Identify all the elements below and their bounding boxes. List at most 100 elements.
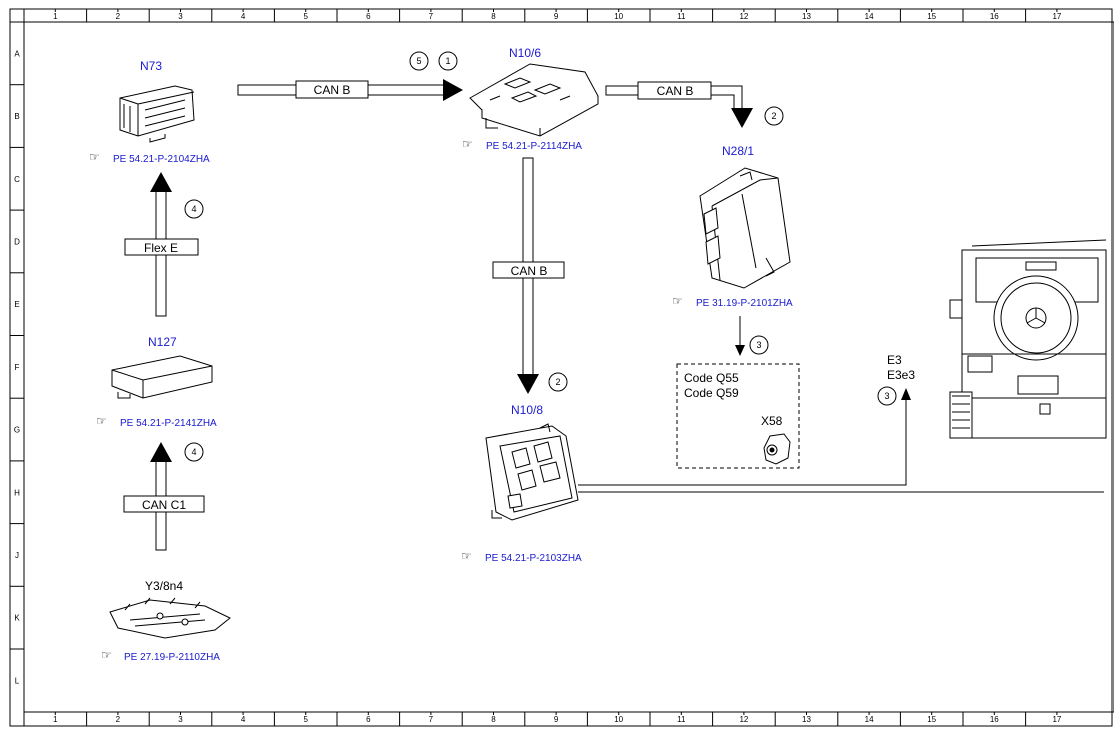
code-q59: Code Q59 bbox=[684, 386, 739, 400]
ruler-col-bottom-12: 12 bbox=[739, 715, 748, 724]
svg-text:3: 3 bbox=[884, 391, 889, 401]
svg-text:2: 2 bbox=[771, 111, 776, 121]
flex-e-label-box bbox=[124, 238, 199, 256]
e3-label: E3 bbox=[887, 353, 902, 367]
ruler-row-D: D bbox=[14, 237, 20, 246]
ruler-col-bottom-16: 16 bbox=[990, 715, 999, 724]
can-c1-label-box bbox=[123, 495, 205, 513]
marker-4-upper: 4 bbox=[184, 199, 204, 219]
ruler-row-L: L bbox=[15, 676, 20, 685]
can-c1-label: CAN C1 bbox=[142, 498, 186, 512]
ruler-col-top-8: 8 bbox=[491, 12, 496, 21]
can-b-vertical-label-box bbox=[492, 261, 565, 279]
ruler-col-top-6: 6 bbox=[366, 12, 371, 21]
n127-hand-icon: ☞ bbox=[96, 414, 107, 428]
ruler-row-G: G bbox=[14, 426, 20, 435]
can-b-top-label-box bbox=[295, 80, 369, 99]
marker-4-lower: 4 bbox=[184, 442, 204, 462]
n28-1-hand-icon: ☞ bbox=[672, 294, 683, 308]
ruler-col-top-4: 4 bbox=[241, 12, 246, 21]
svg-text:4: 4 bbox=[191, 447, 196, 457]
y3-8n4-label: Y3/8n4 bbox=[145, 579, 183, 593]
svg-text:4: 4 bbox=[191, 204, 196, 214]
ruler-col-bottom-8: 8 bbox=[491, 715, 496, 724]
n28-to-code-arrowhead bbox=[735, 345, 745, 356]
ruler-col-bottom-15: 15 bbox=[927, 715, 936, 724]
ruler-row-K: K bbox=[14, 614, 20, 623]
x58-connector-icon bbox=[763, 433, 791, 465]
e3e3-label: E3e3 bbox=[887, 368, 915, 382]
can-b-right-arrowhead bbox=[731, 108, 753, 128]
ruler-col-bottom-10: 10 bbox=[614, 715, 623, 724]
svg-text:1: 1 bbox=[445, 56, 450, 66]
code-q55: Code Q55 bbox=[684, 371, 739, 385]
x58-label: X58 bbox=[761, 414, 783, 428]
e3-arrowhead bbox=[901, 388, 911, 400]
ruler-col-bottom-2: 2 bbox=[116, 715, 121, 724]
svg-text:2: 2 bbox=[555, 377, 560, 387]
ruler-col-bottom-17: 17 bbox=[1052, 715, 1061, 724]
y3-8n4-ref[interactable]: PE 27.19-P-2110ZHA bbox=[124, 652, 220, 663]
marker-2-top: 2 bbox=[764, 106, 784, 126]
ruler-col-bottom-3: 3 bbox=[178, 715, 183, 724]
ruler-row-C: C bbox=[14, 175, 20, 184]
n10-8-to-e3-line bbox=[578, 400, 907, 486]
ruler-col-top-9: 9 bbox=[554, 12, 559, 21]
ruler-col-top-1: 1 bbox=[53, 12, 58, 21]
ruler-row-J: J bbox=[15, 551, 19, 560]
outer-frame bbox=[9, 8, 1113, 727]
ruler-col-top-3: 3 bbox=[178, 12, 183, 21]
marker-3-n28: 3 bbox=[749, 335, 769, 355]
can-b-right-label: CAN B bbox=[657, 84, 694, 98]
n10-8-label: N10/8 bbox=[511, 403, 543, 417]
n28-1-label: N28/1 bbox=[722, 144, 754, 158]
n10-6-label: N10/6 bbox=[509, 46, 541, 60]
can-b-vertical-label: CAN B bbox=[511, 264, 548, 278]
ruler-col-top-7: 7 bbox=[429, 12, 434, 21]
ruler-col-top-15: 15 bbox=[927, 12, 936, 21]
ruler-col-top-10: 10 bbox=[614, 12, 623, 21]
ruler-col-bottom-6: 6 bbox=[366, 715, 371, 724]
svg-text:5: 5 bbox=[416, 56, 421, 66]
n10-6-module-icon bbox=[469, 63, 599, 137]
n73-ref[interactable]: PE 54.21-P-2104ZHA bbox=[113, 154, 210, 165]
n10-8-ref[interactable]: PE 54.21-P-2103ZHA bbox=[485, 553, 582, 564]
marker-2-mid: 2 bbox=[548, 372, 568, 392]
n127-module-icon bbox=[111, 355, 213, 399]
n73-label: N73 bbox=[140, 59, 162, 73]
n127-label: N127 bbox=[148, 335, 177, 349]
can-b-top-arrowhead bbox=[443, 79, 463, 101]
n28-1-ref[interactable]: PE 31.19-P-2101ZHA bbox=[696, 298, 793, 309]
y3-8n4-hand-icon: ☞ bbox=[101, 648, 112, 662]
can-c1-arrowhead bbox=[150, 442, 172, 462]
ruler-col-top-13: 13 bbox=[802, 12, 811, 21]
ruler-col-top-2: 2 bbox=[116, 12, 121, 21]
n10-8-hand-icon: ☞ bbox=[461, 549, 472, 563]
ruler-col-top-11: 11 bbox=[677, 12, 686, 21]
ruler-row-H: H bbox=[14, 488, 20, 497]
n127-ref[interactable]: PE 54.21-P-2141ZHA bbox=[120, 418, 217, 429]
code-box bbox=[676, 363, 800, 469]
n73-module-icon bbox=[119, 85, 195, 143]
n10-6-hand-icon: ☞ bbox=[462, 137, 473, 151]
n10-8-module-icon bbox=[485, 423, 579, 521]
ruler-col-top-5: 5 bbox=[303, 12, 308, 21]
ruler-col-bottom-1: 1 bbox=[53, 715, 58, 724]
marker-3-e3: 3 bbox=[877, 386, 897, 406]
ruler-col-bottom-9: 9 bbox=[554, 715, 559, 724]
n28-1-module-icon bbox=[699, 167, 791, 289]
ruler-col-bottom-4: 4 bbox=[241, 715, 246, 724]
ruler-col-bottom-14: 14 bbox=[865, 715, 874, 724]
ruler-col-top-12: 12 bbox=[739, 12, 748, 21]
n10-6-ref[interactable]: PE 54.21-P-2114ZHA bbox=[486, 141, 582, 152]
vehicle-rear-icon bbox=[949, 239, 1107, 439]
ruler-row-E: E bbox=[14, 300, 19, 309]
marker-1: 1 bbox=[438, 51, 458, 71]
ruler-row-B: B bbox=[14, 112, 19, 121]
ruler-col-bottom-5: 5 bbox=[303, 715, 308, 724]
flex-e-label: Flex E bbox=[144, 241, 178, 255]
ruler-col-bottom-7: 7 bbox=[429, 715, 434, 724]
